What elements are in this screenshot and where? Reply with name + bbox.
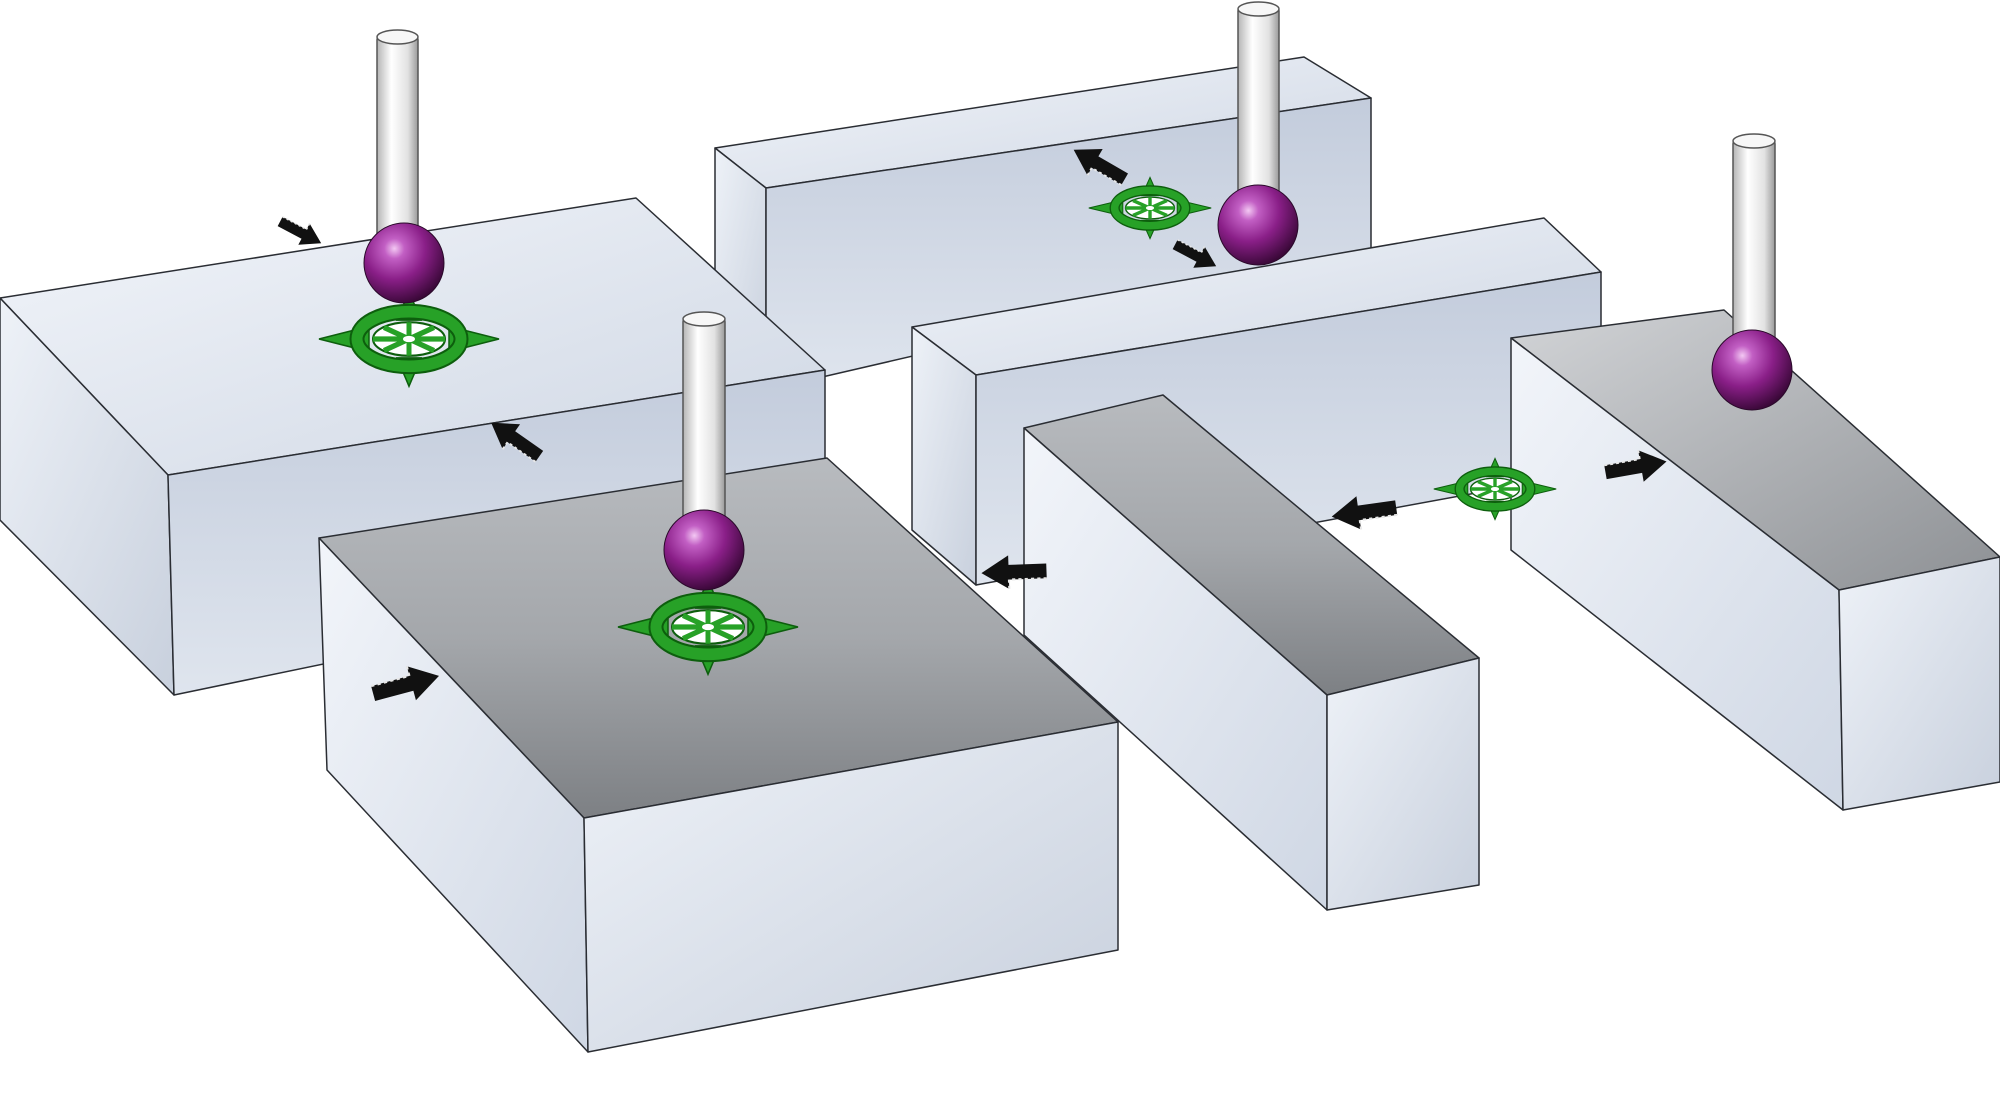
probe (1711, 133, 1793, 411)
probe-stylus-top (1732, 133, 1776, 149)
ruby-ball-tip (363, 222, 445, 304)
ruby-ball-tip (1711, 329, 1793, 411)
ruby-ball-tip (663, 509, 745, 591)
block-face (1326, 657, 1480, 911)
probe-stylus-top (376, 29, 419, 45)
block-face (583, 721, 1119, 1053)
probe-stylus (376, 33, 419, 245)
probe (363, 29, 445, 304)
probe-stylus (1732, 137, 1776, 351)
block-right-bar (1510, 309, 2000, 811)
block-center-bar (1023, 394, 1480, 911)
probe (1217, 1, 1299, 266)
probe-stylus (1237, 4, 1280, 206)
probe (663, 311, 745, 591)
block-face (1838, 556, 2000, 811)
ruby-ball-tip (1217, 184, 1299, 266)
probe-stylus-top (682, 311, 726, 327)
probe-stylus (682, 315, 726, 529)
probe-stylus-top (1237, 1, 1280, 17)
